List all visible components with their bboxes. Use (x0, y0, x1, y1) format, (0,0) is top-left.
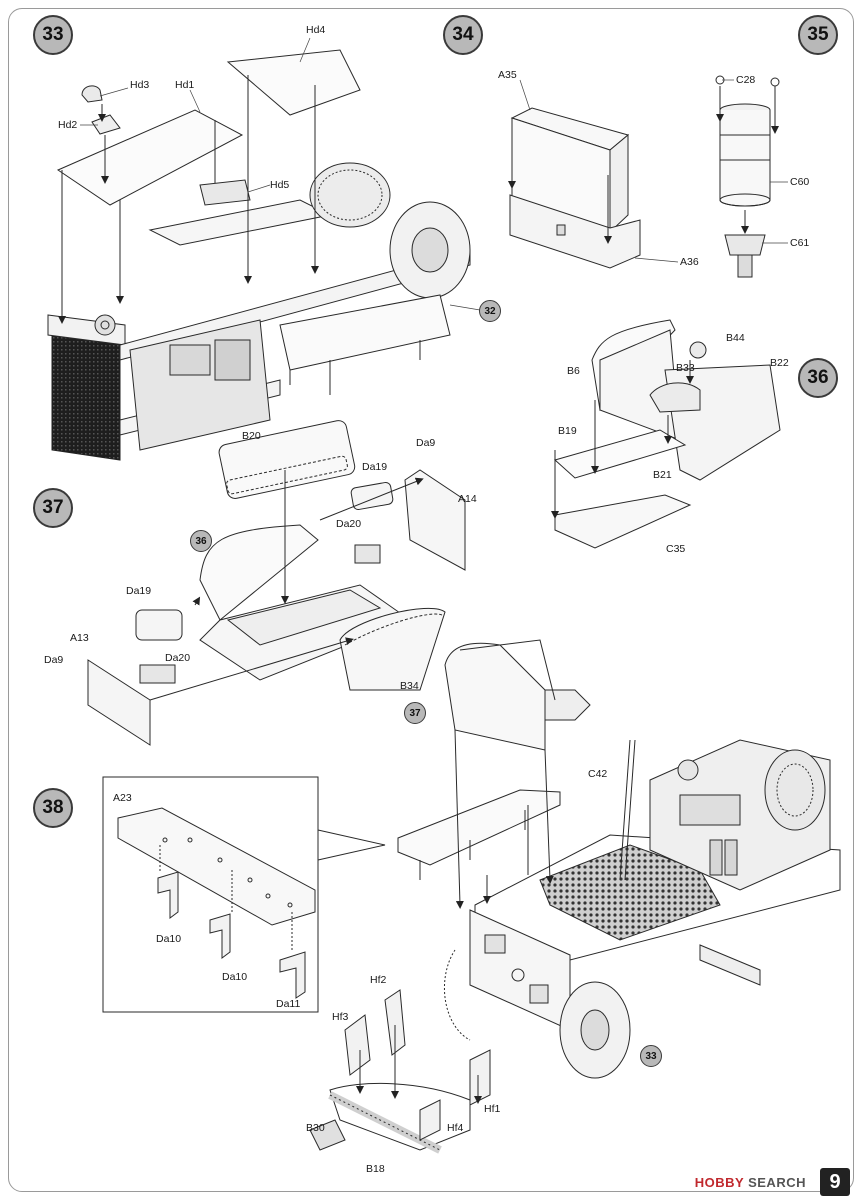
ref-step-32: 32 (479, 300, 501, 322)
part-label-c35: C35 (666, 543, 686, 555)
ref-step-32-number: 32 (484, 305, 496, 317)
part-label-c42: C42 (588, 768, 608, 780)
page-number: 9 (820, 1168, 850, 1196)
part-label-b6: B6 (567, 365, 580, 377)
part-label-b33: B33 (676, 362, 695, 374)
part-label-hd1: Hd1 (175, 79, 195, 91)
part-label-c60: C60 (790, 176, 810, 188)
page-frame (8, 8, 854, 1192)
step-37-number: 37 (42, 497, 64, 518)
step-33-number: 33 (42, 24, 64, 45)
part-label-hd5: Hd5 (270, 179, 290, 191)
part-label-da11: Da11 (276, 998, 301, 1010)
part-label-b18: B18 (366, 1163, 385, 1175)
part-label-c28: C28 (736, 74, 756, 86)
part-label-b21: B21 (653, 469, 672, 481)
part-label-hd3: Hd3 (130, 79, 150, 91)
watermark-brand-red: HOBBY (694, 1175, 744, 1190)
part-label-a13: A13 (70, 632, 89, 644)
part-label-da10-a: Da10 (156, 933, 182, 945)
part-label-b22: B22 (770, 357, 789, 369)
part-label-da20-top: Da20 (336, 518, 362, 530)
part-label-da9-top: Da9 (416, 437, 436, 449)
step-35-badge: 35 (798, 15, 838, 55)
watermark-brand-rest: SEARCH (748, 1175, 806, 1190)
ref-step-33-number: 33 (645, 1050, 657, 1062)
part-label-a14: A14 (458, 493, 477, 505)
part-label-da10-b: Da10 (222, 971, 248, 983)
part-label-b44: B44 (726, 332, 745, 344)
ref-step-37: 37 (404, 702, 426, 724)
part-label-b30: B30 (306, 1122, 325, 1134)
step-36-number: 36 (807, 367, 829, 388)
part-label-c61: C61 (790, 237, 810, 249)
part-label-b34: B34 (400, 680, 419, 692)
part-label-a35: A35 (498, 69, 517, 81)
step-33-badge: 33 (33, 15, 73, 55)
part-label-da19-top: Da19 (362, 461, 388, 473)
part-label-hf2: Hf2 (370, 974, 387, 986)
ref-step-36-number: 36 (195, 535, 207, 547)
part-label-da9-left: Da9 (44, 654, 64, 666)
step-37-badge: 37 (33, 488, 73, 528)
step-36-badge: 36 (798, 358, 838, 398)
watermark-logo: HOBBY SEARCH (695, 1175, 806, 1190)
step-38-badge: 38 (33, 788, 73, 828)
step-34-badge: 34 (443, 15, 483, 55)
ref-step-37-number: 37 (409, 707, 421, 719)
part-label-hf1: Hf1 (484, 1103, 501, 1115)
part-label-hf4: Hf4 (447, 1122, 464, 1134)
part-label-hf3: Hf3 (332, 1011, 349, 1023)
step-35-number: 35 (807, 24, 829, 45)
part-label-hd2: Hd2 (58, 119, 78, 131)
ref-step-36: 36 (190, 530, 212, 552)
ref-step-33: 33 (640, 1045, 662, 1067)
part-label-a23: A23 (113, 792, 132, 804)
step-34-number: 34 (452, 24, 474, 45)
part-label-hd4: Hd4 (306, 24, 326, 36)
part-label-b20: B20 (242, 430, 261, 442)
part-label-b19: B19 (558, 425, 577, 437)
part-label-da20-left: Da20 (165, 652, 191, 664)
step-38-number: 38 (42, 797, 64, 818)
part-label-da19-left: Da19 (126, 585, 152, 597)
part-label-a36: A36 (680, 256, 699, 268)
